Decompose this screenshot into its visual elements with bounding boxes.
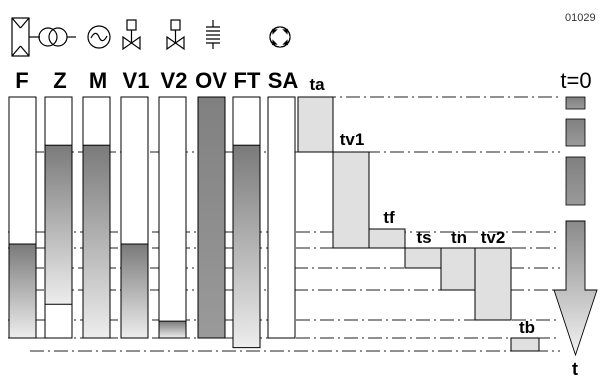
step-box-tf (368, 228, 406, 249)
column-label-ov: OV (195, 68, 227, 93)
column-label-v1: V1 (123, 68, 150, 93)
component-columns (8, 96, 296, 349)
step-label-tn: tn (451, 228, 467, 247)
step-box-tn (440, 247, 476, 291)
step-box-ta (297, 96, 334, 153)
step-label-tb: tb (519, 318, 535, 337)
heater-icon (206, 20, 220, 49)
column-v2 (158, 96, 187, 339)
step-label-ta: ta (309, 75, 325, 94)
column-v1-active-fill (120, 243, 149, 339)
column-z-active-fill (44, 144, 73, 305)
column-label-z: Z (53, 68, 66, 93)
phase-steps: ta tv1 tf ts tn tv2 tb (297, 75, 540, 352)
time-arrow-head (553, 220, 598, 357)
step-label-tv1: tv1 (340, 130, 365, 149)
step-box-tv2 (474, 247, 512, 321)
column-label-sa: SA (268, 68, 299, 93)
column-label-ft: FT (234, 68, 261, 93)
column-label-v2: V2 (161, 68, 188, 93)
column-v2-active-fill (158, 320, 187, 339)
time-arrow-segment (565, 96, 586, 110)
column-label-m: M (89, 68, 107, 93)
time-start-label: t=0 (560, 68, 591, 93)
time-arrow: t=0 t (553, 68, 598, 378)
time-end-label: t (572, 359, 578, 378)
signal-lamp-icon (269, 26, 291, 48)
step-label-tv2: tv2 (481, 228, 506, 247)
step-label-tf: tf (383, 208, 395, 227)
transformer-icon (29, 27, 76, 47)
sensor-box-icon (11, 17, 30, 57)
generator-icon (87, 25, 111, 49)
step-box-ts (404, 247, 442, 269)
time-arrow-segment (565, 118, 586, 147)
step-box-tb (510, 337, 540, 352)
column-f-active-fill (8, 243, 37, 339)
step-label-ts: ts (416, 228, 431, 247)
icons-row (11, 17, 291, 57)
column-ft-active-fill (232, 144, 261, 349)
figure-number: 01029 (565, 12, 596, 24)
time-arrow-segment (565, 156, 586, 206)
column-sa (267, 96, 296, 339)
column-label-f: F (15, 68, 28, 93)
column-m-active-fill (82, 144, 111, 339)
valve-icon (122, 19, 141, 51)
column-ov-active-fill (197, 96, 226, 339)
valve-icon (166, 19, 185, 51)
step-box-tv1 (332, 151, 370, 249)
